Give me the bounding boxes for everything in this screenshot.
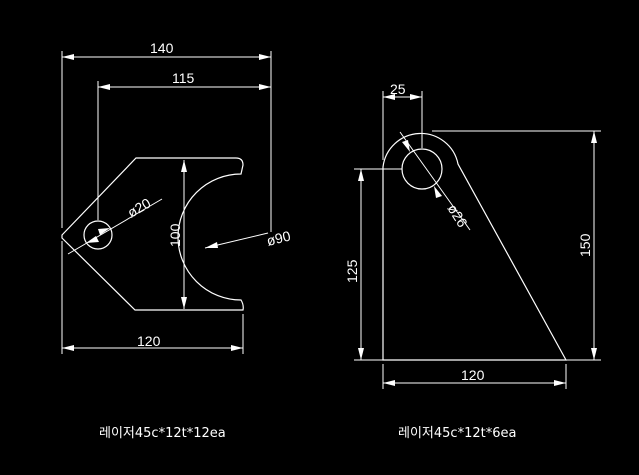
dim-hole-center: 25 bbox=[382, 81, 423, 160]
dim-arc-dia: ø90 bbox=[204, 227, 292, 249]
part-a-hole bbox=[83, 220, 113, 250]
part-a-outline bbox=[61, 157, 244, 311]
dim-overall-width: 140 bbox=[61, 40, 272, 232]
part-a-caption: 레이저45c*12t*12ea bbox=[99, 426, 226, 441]
dim-arc-dia-label: ø90 bbox=[265, 227, 292, 248]
dim-hole-offset-label: 115 bbox=[172, 70, 195, 86]
dim-hole-dia-label: ø20 bbox=[125, 195, 154, 221]
dim-hole-center-label: 25 bbox=[390, 81, 406, 97]
dim-hole-dia: ø20 bbox=[67, 195, 163, 255]
dim-height: 100 bbox=[167, 160, 187, 309]
dim-bottom-width: 120 bbox=[61, 241, 244, 354]
dim-total-height-label: 150 bbox=[577, 233, 593, 257]
dim-total-height: 150 bbox=[432, 130, 601, 361]
dim-base-width: 120 bbox=[382, 364, 567, 389]
dim-hole-height-label: 125 bbox=[344, 259, 360, 283]
dim-height-label: 100 bbox=[167, 223, 183, 247]
part-b-caption: 레이저45c*12t*6ea bbox=[398, 426, 516, 441]
part-b-outline bbox=[382, 132, 568, 361]
dim-overall-width-label: 140 bbox=[150, 40, 174, 56]
part-b: 25 ø26 125 150 bbox=[344, 81, 601, 441]
dim-hole-height: 125 bbox=[344, 168, 402, 361]
part-a: 140 115 ø20 100 ø90 bbox=[61, 40, 292, 441]
dim-base-width-label: 120 bbox=[461, 367, 485, 383]
dim-hole-offset: 115 bbox=[97, 70, 271, 220]
dim-hole-dia-b: ø26 bbox=[399, 131, 471, 231]
dim-bottom-width-label: 120 bbox=[137, 333, 161, 349]
